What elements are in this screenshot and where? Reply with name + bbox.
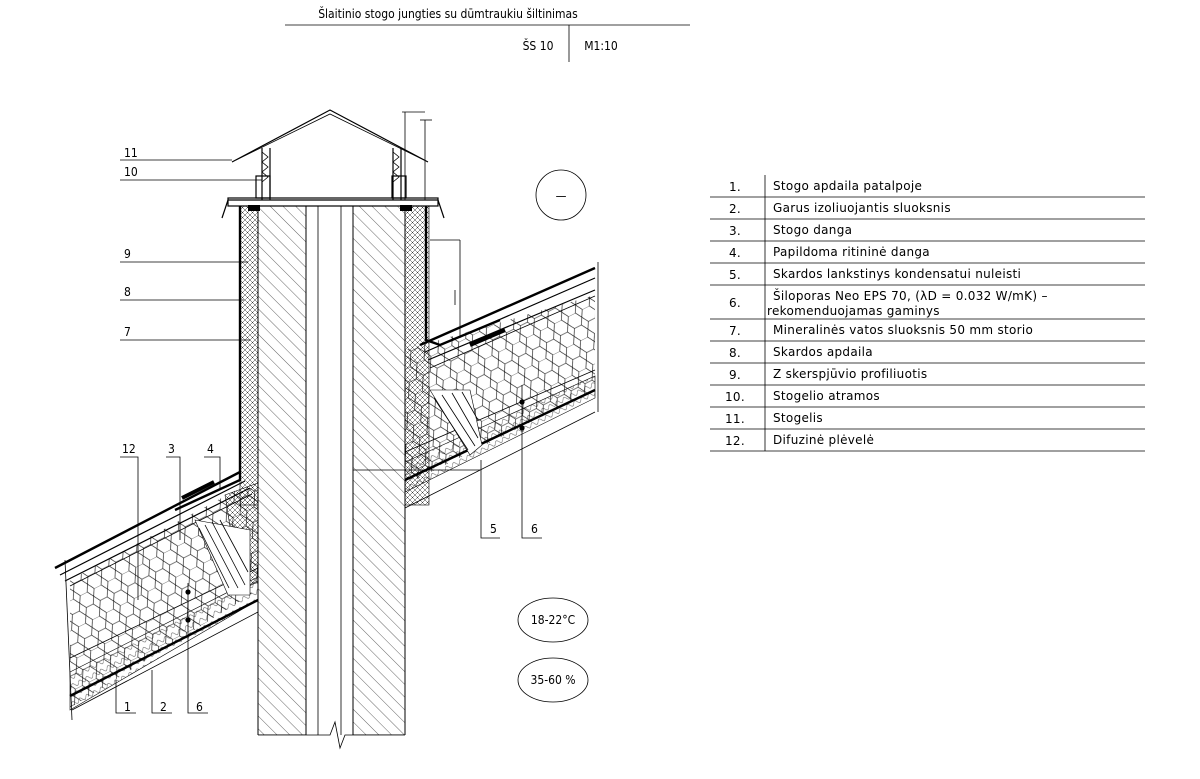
climate-indicators: 18-22°C 35-60 %: [517, 597, 589, 703]
legend-text: Papildoma ritininė danga: [773, 245, 930, 259]
svg-text:—: —: [556, 189, 567, 203]
callout-11: 11: [124, 146, 138, 160]
legend-text: Garus izoliuojantis sluoksnis: [773, 201, 951, 215]
legend-number: 9.: [729, 368, 741, 382]
roof-right-slope: [404, 204, 599, 509]
callout-3: 3: [168, 442, 175, 456]
legend-number: 4.: [729, 246, 741, 260]
legend-number: 6.: [729, 296, 741, 310]
legend-number: 8.: [729, 346, 741, 360]
legend-number: 5.: [729, 268, 741, 282]
legend-text: Stogelis: [773, 411, 823, 425]
legend-number: 3.: [729, 224, 741, 238]
legend-text: Stogo apdaila patalpoje: [773, 179, 922, 193]
legend-number: 1.: [729, 180, 741, 194]
callout-1: 1: [124, 700, 131, 714]
legend-number: 10.: [725, 390, 745, 404]
legend-number: 12.: [725, 434, 745, 448]
callout-6-left: 6: [196, 700, 203, 714]
legend-text: Skardos apdaila: [773, 345, 873, 359]
title-block: Šlaitinio stogo jungties su dūmtraukiu š…: [285, 6, 690, 62]
callout-12: 12: [122, 442, 136, 456]
legend-text: Mineralinės vatos sluoksnis 50 mm storio: [773, 323, 1033, 337]
temperature-range: 18-22°C: [531, 613, 575, 627]
chimney-hood: [231, 109, 461, 338]
legend-text: Difuzinė plėvelė: [773, 433, 874, 447]
callout-9: 9: [124, 247, 131, 261]
drawing-scale: M1:10: [584, 39, 618, 53]
callout-7: 7: [124, 325, 131, 339]
drawing-title: Šlaitinio stogo jungties su dūmtraukiu š…: [318, 6, 578, 21]
legend-text: Stogo danga: [773, 223, 852, 237]
chimney: [221, 197, 480, 755]
legend-text: Skardos lankstinys kondensatui nuleisti: [773, 267, 1021, 281]
callout-2: 2: [160, 700, 167, 714]
legend-text: Stogelio atramos: [773, 389, 880, 403]
legend-number: 11.: [725, 412, 745, 426]
callout-8: 8: [124, 285, 131, 299]
roof-left-slope: [54, 200, 259, 721]
callout-4: 4: [207, 442, 214, 456]
section-symbol: —: [535, 169, 587, 221]
left-callouts: 11 10 9 8 7 12 3 4 1 2 6: [115, 146, 262, 714]
legend-text-continued: rekomenduojamas gaminys: [767, 304, 940, 318]
callout-10: 10: [124, 165, 138, 179]
legend-table: 1. Stogo apdaila patalpoje 2. Garus izoliuo…: [710, 175, 1145, 452]
legend-number: 2.: [729, 202, 741, 216]
legend-text: Z skerspjūvio profiliuotis: [773, 367, 927, 381]
legend-text: Šiloporas Neo EPS 70, (λD = 0.032 W/mK) …: [773, 288, 1048, 303]
legend-number: 7.: [729, 324, 741, 338]
drawing-code: ŠS 10: [523, 38, 554, 53]
callout-5: 5: [490, 522, 497, 536]
right-callouts: 5 6: [480, 440, 542, 539]
callout-6-right: 6: [531, 522, 538, 536]
humidity-range: 35-60 %: [530, 673, 575, 687]
